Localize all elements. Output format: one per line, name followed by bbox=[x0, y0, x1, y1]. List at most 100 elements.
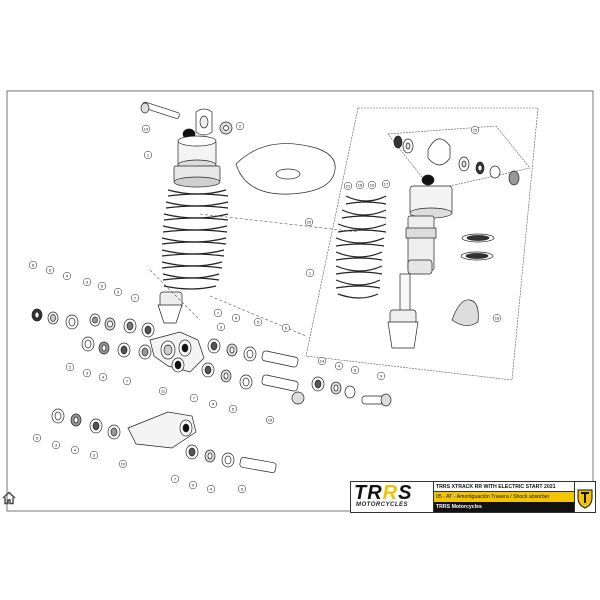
callout-5: 5 bbox=[228, 404, 238, 414]
svg-text:6: 6 bbox=[285, 326, 288, 331]
svg-text:3: 3 bbox=[86, 371, 89, 376]
callout-6: 6 bbox=[237, 484, 247, 494]
callout-19: 19 bbox=[265, 415, 275, 425]
callout-4: 4 bbox=[62, 271, 72, 281]
callout-7: 7 bbox=[170, 474, 180, 484]
svg-text:5: 5 bbox=[257, 320, 260, 325]
callout-9: 9 bbox=[376, 371, 386, 381]
callout-3: 3 bbox=[82, 277, 92, 287]
callout-9: 9 bbox=[188, 480, 198, 490]
callout-1: 1 bbox=[143, 150, 153, 160]
svg-text:9: 9 bbox=[220, 325, 223, 330]
svg-text:2: 2 bbox=[239, 124, 242, 129]
svg-text:4: 4 bbox=[102, 375, 105, 380]
callout-21: 21 bbox=[343, 181, 353, 191]
callout-17: 17 bbox=[381, 179, 391, 189]
callout-1: 1 bbox=[305, 268, 315, 278]
svg-text:4: 4 bbox=[212, 402, 215, 407]
callout-4: 4 bbox=[334, 361, 344, 371]
svg-text:19: 19 bbox=[144, 127, 149, 132]
callout-2: 2 bbox=[235, 121, 245, 131]
svg-text:9: 9 bbox=[117, 290, 120, 295]
svg-text:3: 3 bbox=[55, 443, 58, 448]
model-title: TRRS XTRACK RR WITH ELECTRIC START 2021 bbox=[434, 482, 574, 492]
callout-9: 9 bbox=[113, 287, 123, 297]
callout-19: 19 bbox=[141, 124, 151, 134]
svg-text:20: 20 bbox=[307, 220, 312, 225]
svg-text:11: 11 bbox=[161, 389, 166, 394]
callout-3: 3 bbox=[89, 450, 99, 460]
callout-4: 4 bbox=[206, 484, 216, 494]
callout-4: 4 bbox=[70, 445, 80, 455]
callout-7: 7 bbox=[213, 308, 223, 318]
callout-4: 4 bbox=[231, 313, 241, 323]
callout-16: 16 bbox=[367, 180, 377, 190]
svg-text:5: 5 bbox=[232, 407, 235, 412]
svg-text:6: 6 bbox=[241, 487, 244, 492]
brand-shield-icon bbox=[574, 482, 595, 512]
title-rows: TRRS XTRACK RR WITH ELECTRIC START 2021 … bbox=[434, 482, 574, 512]
callout-7: 7 bbox=[130, 293, 140, 303]
callout-5: 5 bbox=[32, 433, 42, 443]
svg-text:18: 18 bbox=[358, 183, 363, 188]
svg-text:4: 4 bbox=[74, 448, 77, 453]
shock-absorber-detail bbox=[235, 135, 520, 349]
svg-text:21: 21 bbox=[346, 184, 351, 189]
section-title: 05 - AT - Amortiguación Trasera / Shock … bbox=[434, 492, 574, 502]
callout-15: 15 bbox=[470, 125, 480, 135]
detail-box bbox=[149, 107, 539, 381]
svg-text:19: 19 bbox=[268, 418, 273, 423]
shock-absorber-left bbox=[140, 101, 229, 324]
svg-text:4: 4 bbox=[210, 487, 213, 492]
svg-text:8: 8 bbox=[32, 263, 35, 268]
callout-18: 18 bbox=[492, 313, 502, 323]
callout-20: 20 bbox=[304, 217, 314, 227]
callout-6: 6 bbox=[281, 323, 291, 333]
callout-9: 9 bbox=[216, 322, 226, 332]
svg-text:9: 9 bbox=[192, 483, 195, 488]
svg-text:5: 5 bbox=[49, 268, 52, 273]
callout-4: 4 bbox=[208, 399, 218, 409]
callout-3: 3 bbox=[51, 440, 61, 450]
callout-8: 8 bbox=[350, 365, 360, 375]
brand-wordmark: TRRS bbox=[354, 482, 413, 504]
svg-text:7: 7 bbox=[193, 396, 196, 401]
home-icon[interactable] bbox=[2, 491, 16, 505]
callout-7: 7 bbox=[122, 376, 132, 386]
company-name: TRRS Motorcycles bbox=[434, 502, 574, 512]
callout-2: 2 bbox=[65, 362, 75, 372]
callout-8: 8 bbox=[28, 260, 38, 270]
svg-text:3: 3 bbox=[93, 453, 96, 458]
svg-text:6: 6 bbox=[101, 284, 104, 289]
svg-text:2: 2 bbox=[69, 365, 72, 370]
svg-text:7: 7 bbox=[217, 311, 220, 316]
svg-text:7: 7 bbox=[134, 296, 137, 301]
callout-4: 4 bbox=[98, 372, 108, 382]
callout-6: 6 bbox=[97, 281, 107, 291]
callout-7: 7 bbox=[189, 393, 199, 403]
svg-text:14: 14 bbox=[320, 359, 325, 364]
callout-5: 5 bbox=[45, 265, 55, 275]
svg-text:4: 4 bbox=[66, 274, 69, 279]
svg-text:7: 7 bbox=[126, 379, 129, 384]
svg-text:1: 1 bbox=[147, 153, 150, 158]
drawing-frame bbox=[6, 90, 594, 512]
svg-text:5: 5 bbox=[36, 436, 39, 441]
brand-logo: TRRS MOTORCYCLES bbox=[351, 482, 434, 512]
callout-5: 5 bbox=[253, 317, 263, 327]
callout-3: 3 bbox=[82, 368, 92, 378]
svg-text:1: 1 bbox=[309, 271, 312, 276]
svg-text:3: 3 bbox=[86, 280, 89, 285]
brand-subtitle: MOTORCYCLES bbox=[356, 502, 409, 508]
callout-18: 18 bbox=[355, 180, 365, 190]
callout-10: 10 bbox=[118, 459, 128, 469]
svg-text:8: 8 bbox=[354, 368, 357, 373]
svg-text:4: 4 bbox=[235, 316, 238, 321]
svg-text:16: 16 bbox=[370, 183, 375, 188]
svg-text:9: 9 bbox=[380, 374, 383, 379]
svg-text:7: 7 bbox=[174, 477, 177, 482]
svg-text:15: 15 bbox=[473, 128, 478, 133]
callout-11: 11 bbox=[158, 386, 168, 396]
svg-text:4: 4 bbox=[338, 364, 341, 369]
